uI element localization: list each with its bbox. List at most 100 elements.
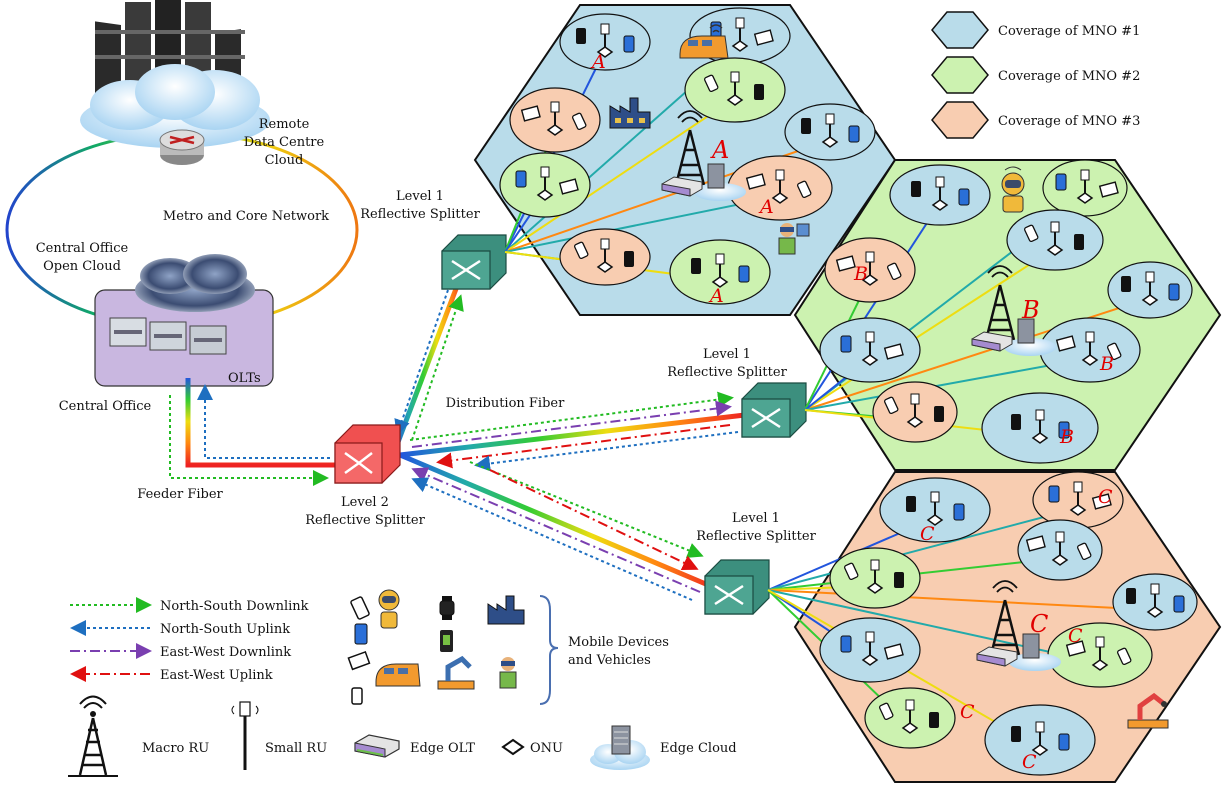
coverage-legend-label-1: Coverage of MNO #1 bbox=[998, 24, 1140, 39]
bottom-ns-uplink-arrow bbox=[411, 477, 693, 601]
robot-arm-icon bbox=[437, 655, 475, 690]
mno1-cell-letter: A bbox=[590, 51, 606, 73]
fanout-fiber bbox=[767, 589, 1104, 668]
small-ru-icon bbox=[600, 238, 610, 263]
small-ru-icon bbox=[865, 331, 875, 356]
small-cell bbox=[509, 87, 601, 153]
onu-icon bbox=[596, 46, 614, 58]
onu-icon bbox=[861, 354, 879, 366]
small-ru-icon bbox=[825, 113, 835, 138]
phone-icon bbox=[848, 125, 860, 143]
mno2-cell-letter: B bbox=[1059, 426, 1074, 448]
onu-icon bbox=[1091, 659, 1109, 671]
fanout-fiber bbox=[804, 245, 1059, 411]
laptop-icon bbox=[520, 105, 541, 122]
l2-splitter-label-1: Level 2 bbox=[341, 495, 389, 510]
laptop-icon bbox=[558, 178, 579, 195]
equipment-legend: Macro RU Small RU Edge OLT ONU Edge Clou… bbox=[68, 695, 737, 777]
fanout-fiber bbox=[504, 95, 739, 253]
smartwatch-icon bbox=[1074, 234, 1084, 250]
flip-phone-icon bbox=[1077, 542, 1092, 561]
onu-icon bbox=[926, 514, 944, 526]
small-cell bbox=[981, 392, 1099, 464]
onu-icon bbox=[906, 416, 924, 428]
l1-splitter-top-label-2: Reflective Splitter bbox=[360, 207, 480, 222]
laptop-icon bbox=[1025, 535, 1046, 552]
mno2-macro-letter: B bbox=[1021, 296, 1040, 324]
central-office-cloud-icon bbox=[135, 254, 255, 312]
small-cell bbox=[499, 152, 591, 218]
olts-label: OLTs bbox=[228, 371, 261, 386]
small-ru-icon bbox=[715, 253, 725, 278]
edge-olt-icon bbox=[976, 646, 1018, 667]
smartwatch-icon bbox=[894, 572, 904, 588]
macro-ru-icon bbox=[989, 580, 1021, 656]
small-cell bbox=[1032, 471, 1124, 529]
bottom-ew-downlink-arrow bbox=[411, 467, 701, 593]
small-cell bbox=[1042, 159, 1128, 217]
phone-icon bbox=[1173, 595, 1185, 613]
phone-icon bbox=[953, 503, 965, 521]
onu-icon bbox=[711, 276, 729, 288]
legend-macro-ru-label: Macro RU bbox=[142, 741, 209, 756]
edge-cloud-icon bbox=[1004, 318, 1056, 356]
phone-icon bbox=[840, 335, 852, 353]
edge-cloud-icon bbox=[590, 725, 650, 770]
small-ru-icon bbox=[1150, 583, 1160, 608]
small-cell bbox=[819, 617, 921, 683]
fanout-fiber bbox=[804, 199, 943, 411]
fanout-fiber bbox=[804, 352, 1094, 411]
smartwatch-icon bbox=[1011, 414, 1021, 430]
factory-icon bbox=[487, 595, 525, 625]
l1-splitter-top-label-1: Level 1 bbox=[396, 189, 444, 204]
mid-ew-downlink-arrow bbox=[411, 400, 732, 448]
robot-arm-icon bbox=[1127, 692, 1169, 729]
onu-icon bbox=[536, 189, 554, 201]
small-ru-icon bbox=[600, 23, 610, 48]
level2-splitter-icon bbox=[334, 424, 401, 484]
mid-ns-uplink-arrow bbox=[474, 431, 739, 472]
vr-person-icon bbox=[778, 223, 810, 255]
router-icon bbox=[159, 129, 205, 165]
smartwatch-icon bbox=[439, 596, 455, 620]
laptop-icon bbox=[835, 255, 856, 272]
level1-splitter-top-icon bbox=[441, 234, 507, 290]
mno1-macro-letter: A bbox=[710, 136, 729, 164]
edge-cloud-icon bbox=[1009, 633, 1061, 671]
flip-phone-icon bbox=[797, 180, 812, 199]
small-cell bbox=[1017, 519, 1103, 581]
small-cell bbox=[1047, 622, 1153, 688]
coverage-legend: Coverage of MNO #1 Coverage of MNO #2 Co… bbox=[931, 11, 1140, 139]
phone-icon bbox=[1058, 421, 1070, 439]
bottom-ew-uplink-arrow bbox=[489, 469, 699, 571]
remote-dc-label-2: Data Centre bbox=[244, 135, 325, 150]
device-legend-icons bbox=[347, 589, 525, 705]
legend-ew-uplink-label: East-West Uplink bbox=[160, 668, 273, 683]
small-cell bbox=[889, 164, 991, 226]
small-cell bbox=[1112, 573, 1198, 631]
edge-olt-icon bbox=[971, 331, 1013, 352]
metro-core-label: Metro and Core Network bbox=[163, 209, 329, 224]
small-cell bbox=[872, 381, 958, 443]
top-ns-uplink-arrow bbox=[394, 289, 449, 436]
level1-splitter-bottom-icon bbox=[704, 559, 770, 615]
central-office-label: Central Office bbox=[59, 399, 152, 414]
macro-ru-icon bbox=[674, 110, 706, 186]
small-ru-icon bbox=[1035, 721, 1045, 746]
smartwatch-icon bbox=[906, 496, 916, 512]
flip-phone-icon bbox=[351, 687, 363, 705]
phone-icon bbox=[515, 170, 527, 188]
small-cell bbox=[864, 687, 956, 749]
phone-icon bbox=[958, 188, 970, 206]
small-ru-icon bbox=[865, 631, 875, 656]
mno3-cell-letter: C bbox=[960, 701, 975, 723]
small-ru-icon bbox=[1145, 271, 1155, 296]
phone-icon bbox=[1168, 283, 1180, 301]
coverage-legend-label-2: Coverage of MNO #2 bbox=[998, 69, 1140, 84]
phone-icon bbox=[840, 635, 852, 653]
smartwatch-icon bbox=[691, 258, 701, 274]
fanout-fiber bbox=[767, 589, 1159, 617]
phone-icon bbox=[1058, 733, 1070, 751]
